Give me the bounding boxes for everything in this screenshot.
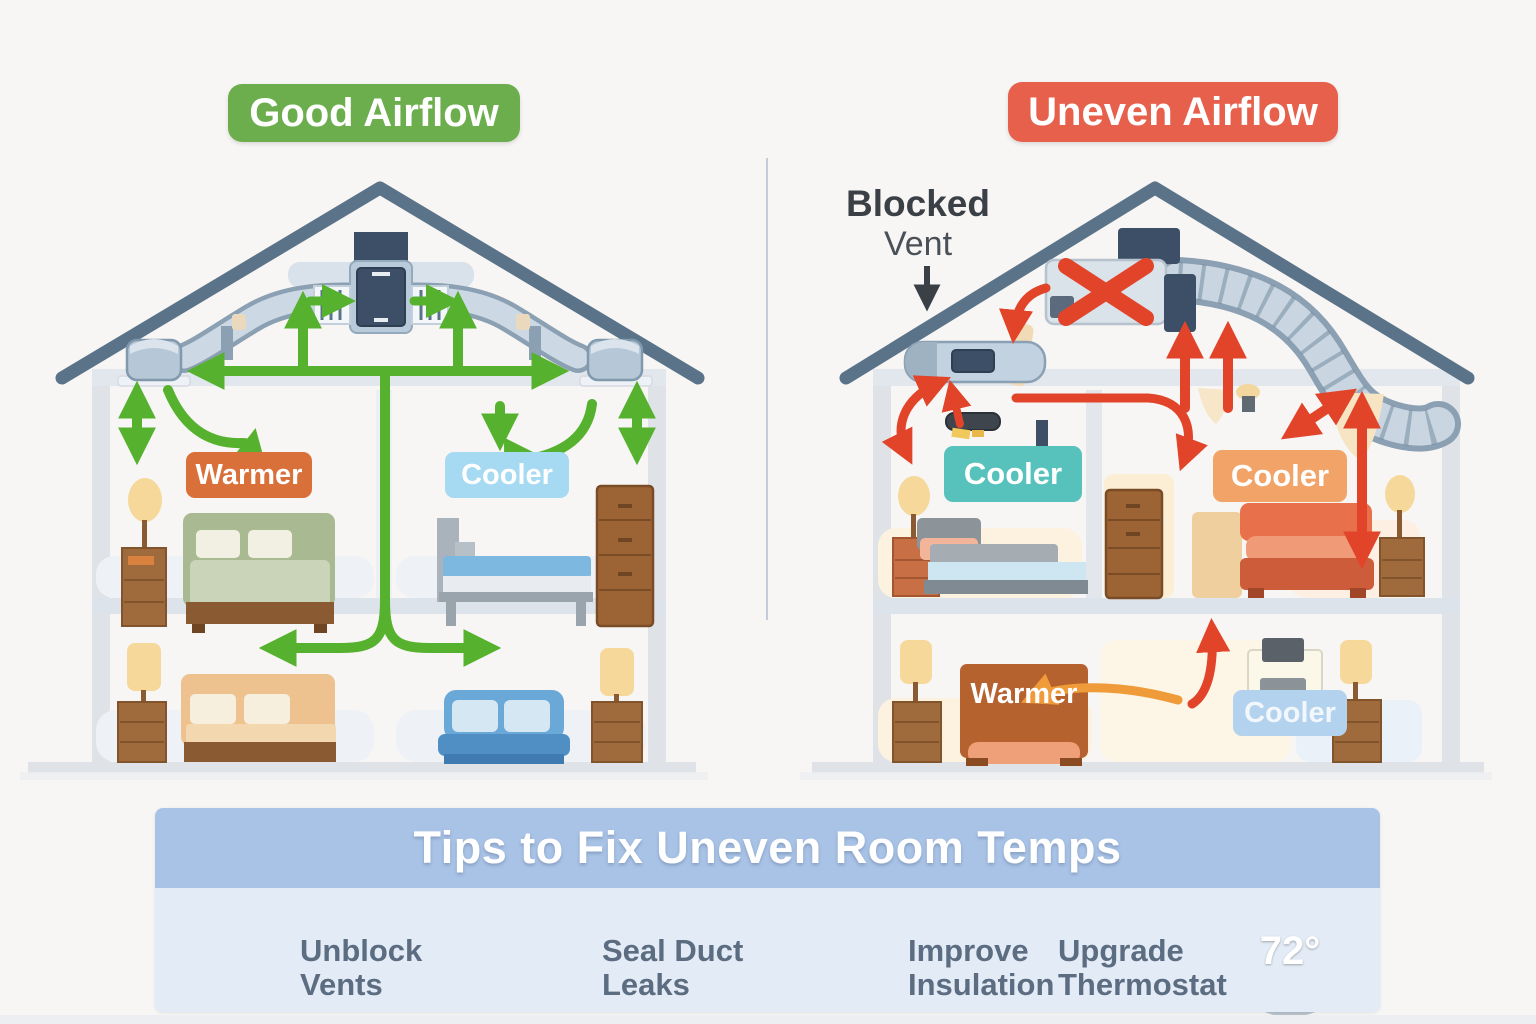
lamp — [900, 640, 932, 684]
couch — [438, 690, 570, 764]
bed — [181, 674, 336, 762]
right-roof — [839, 181, 1475, 385]
bed — [437, 518, 593, 626]
panel-divider — [766, 158, 768, 620]
cooler-label-bad-lower-right: Cooler — [1233, 690, 1347, 736]
bedroom-upper-left — [121, 478, 335, 633]
tip-line: Leaks — [602, 967, 690, 1002]
hvac-unit-blocked — [1044, 228, 1196, 332]
lamp — [1340, 640, 1372, 684]
nightstand — [591, 701, 643, 763]
eave-vent-right — [579, 338, 653, 387]
right-house — [800, 181, 1492, 780]
tip-line: Seal Duct — [602, 933, 744, 968]
nightstand — [117, 701, 167, 763]
bed — [917, 518, 1088, 594]
bed — [183, 513, 335, 633]
nightstand — [1379, 537, 1425, 597]
thermostat-reading: 72° — [1259, 928, 1321, 973]
good-airflow-badge: Good Airflow — [228, 84, 520, 142]
blocked-vent-callout-line1: Blocked — [846, 183, 990, 224]
lamp — [600, 648, 634, 696]
tip-line: Vents — [300, 967, 383, 1002]
nightstand — [892, 701, 942, 763]
cooler-label-bad-upper-right: Cooler — [1213, 450, 1347, 502]
tip-seal-duct-leaks: Seal Duct Leaks — [602, 934, 743, 1002]
room-lower-bad — [892, 638, 1382, 766]
closed-register — [945, 412, 1001, 440]
warmer-label-upper-left: Warmer — [186, 452, 312, 498]
bad-airflow-arrows — [881, 283, 1381, 709]
warmer-label-bad-lower-left: Warmer — [970, 677, 1078, 710]
uneven-airflow-badge: Uneven Airflow — [1008, 82, 1338, 142]
tip-line: Unblock — [300, 933, 423, 968]
tip-line: Insulation — [908, 967, 1055, 1002]
lamp — [128, 478, 162, 522]
tip-line: Improve — [908, 933, 1029, 968]
blocked-vent-callout-line2: Vent — [883, 224, 953, 263]
bottom-edge-strip — [0, 1015, 1536, 1024]
bedroom-lower-right — [438, 648, 643, 764]
tip-line: Upgrade — [1058, 933, 1184, 968]
armchair — [1192, 512, 1242, 598]
bedroom-upper-right — [437, 484, 655, 628]
cooler-label-upper-right: Cooler — [445, 452, 569, 498]
room-upper-left-bad — [892, 476, 1088, 597]
room-upper-right-bad — [1104, 475, 1425, 600]
cooler-label-bad-upper-left: Cooler — [944, 446, 1082, 502]
duct-stub — [529, 326, 541, 360]
tips-banner-title: Tips to Fix Uneven Room Temps — [155, 808, 1380, 888]
tip-improve-insulation: Improve Insulation — [908, 934, 1054, 1002]
tip-line: Thermostat — [1058, 967, 1227, 1002]
lamp — [1385, 475, 1415, 513]
blocked-x-mark — [1058, 258, 1154, 326]
eave-vent-left — [117, 338, 191, 387]
duct-stub — [221, 326, 233, 360]
left-house — [20, 181, 708, 780]
tip-unblock-vents: Unblock Vents — [300, 934, 422, 1002]
bedroom-lower-left — [117, 643, 336, 763]
dresser — [595, 484, 655, 628]
left-roof — [55, 181, 705, 385]
lamp — [898, 476, 930, 516]
tip-upgrade-thermostat: Upgrade Thermostat — [1058, 934, 1227, 1002]
lamp — [127, 643, 161, 691]
sofa — [1240, 503, 1374, 598]
dresser — [1104, 488, 1164, 600]
